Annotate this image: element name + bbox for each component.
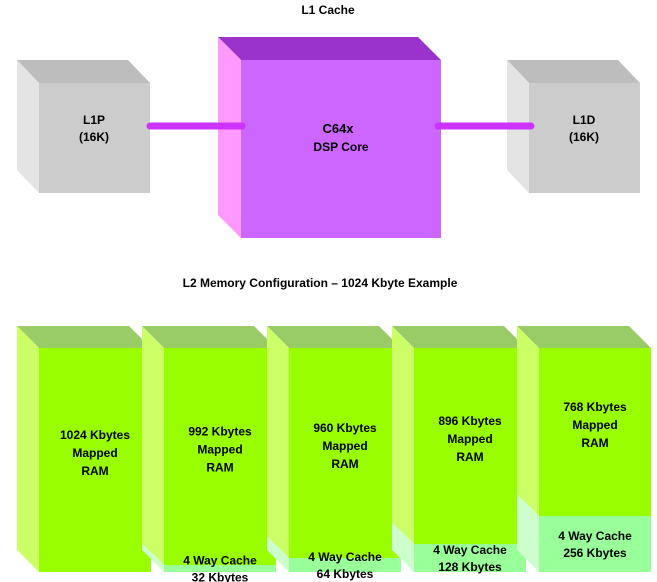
- mapped-ram-segment: [289, 348, 401, 558]
- column-top-face: [267, 326, 401, 348]
- ram-type-label: RAM: [81, 464, 108, 478]
- cache-side-face: [267, 536, 289, 572]
- core-sublabel: DSP Core: [313, 140, 368, 154]
- l1p-side: [17, 60, 39, 193]
- ram-mapped-label: Mapped: [197, 443, 242, 457]
- mapped-ram-segment: [164, 348, 276, 565]
- cache-segment: [289, 558, 401, 572]
- l1d-block: L1D (16K): [507, 60, 640, 193]
- ram-size-label: 1024 Kbytes: [60, 428, 130, 442]
- l1d-size: (16K): [569, 130, 599, 144]
- mapped-ram-segment: [414, 348, 526, 544]
- ram-mapped-label: Mapped: [572, 418, 617, 432]
- l1-cache-title: L1 Cache: [301, 3, 355, 17]
- mapped-ram-segment: [39, 348, 151, 572]
- ram-type-label: RAM: [581, 436, 608, 450]
- cache-side-face: [142, 543, 164, 572]
- column-top-face: [142, 326, 276, 348]
- l1d-front: [529, 83, 640, 193]
- cache-segment: [414, 544, 526, 572]
- ram-side-face: [517, 326, 539, 516]
- ram-type-label: RAM: [206, 461, 233, 475]
- ram-size-label: 768 Kbytes: [563, 400, 627, 414]
- cache-side-face: [517, 494, 539, 572]
- ram-type-label: RAM: [331, 457, 358, 471]
- cache-side-face: [392, 522, 414, 572]
- ram-side-face: [392, 326, 414, 544]
- ram-side-face: [17, 326, 39, 572]
- ram-side-face: [267, 326, 289, 558]
- l1p-top: [17, 60, 150, 83]
- cache-size-label: 128 Kbytes: [438, 560, 502, 574]
- cache-segment: [164, 565, 276, 572]
- cache-type-label: 4 Way Cache: [183, 554, 257, 568]
- l1p-front: [39, 83, 150, 193]
- ram-size-label: 992 Kbytes: [188, 425, 252, 439]
- column-top-face: [392, 326, 526, 348]
- column-top-face: [17, 326, 151, 348]
- l2-config-title: L2 Memory Configuration – 1024 Kbyte Exa…: [183, 276, 458, 290]
- ram-size-label: 960 Kbytes: [313, 421, 377, 435]
- ram-size-label: 896 Kbytes: [438, 414, 502, 428]
- ram-mapped-label: Mapped: [447, 432, 492, 446]
- ram-type-label: RAM: [456, 450, 483, 464]
- ram-mapped-label: Mapped: [322, 439, 367, 453]
- l1p-size: (16K): [79, 130, 109, 144]
- cache-size-label: 32 Kbytes: [192, 571, 249, 582]
- cache-size-label: 64 Kbytes: [317, 567, 374, 581]
- cache-type-label: 4 Way Cache: [308, 550, 382, 564]
- core-top: [218, 37, 441, 60]
- dsp-core-block: C64x DSP Core: [218, 37, 441, 238]
- l1d-top: [507, 60, 640, 83]
- l1p-block: L1P (16K): [17, 60, 150, 193]
- l1p-label: L1P: [83, 113, 105, 127]
- cache-segment: [539, 516, 651, 572]
- l1d-label: L1D: [573, 113, 596, 127]
- cache-type-label: 4 Way Cache: [433, 543, 507, 557]
- ram-side-face: [142, 326, 164, 565]
- core-side: [218, 37, 241, 238]
- column-top-face: [517, 326, 651, 348]
- mapped-ram-segment: [539, 348, 651, 516]
- cache-size-label: 256 Kbytes: [563, 546, 627, 560]
- ram-mapped-label: Mapped: [72, 446, 117, 460]
- core-front: [241, 60, 441, 238]
- cache-type-label: 4 Way Cache: [558, 529, 632, 543]
- core-label: C64x: [322, 121, 354, 136]
